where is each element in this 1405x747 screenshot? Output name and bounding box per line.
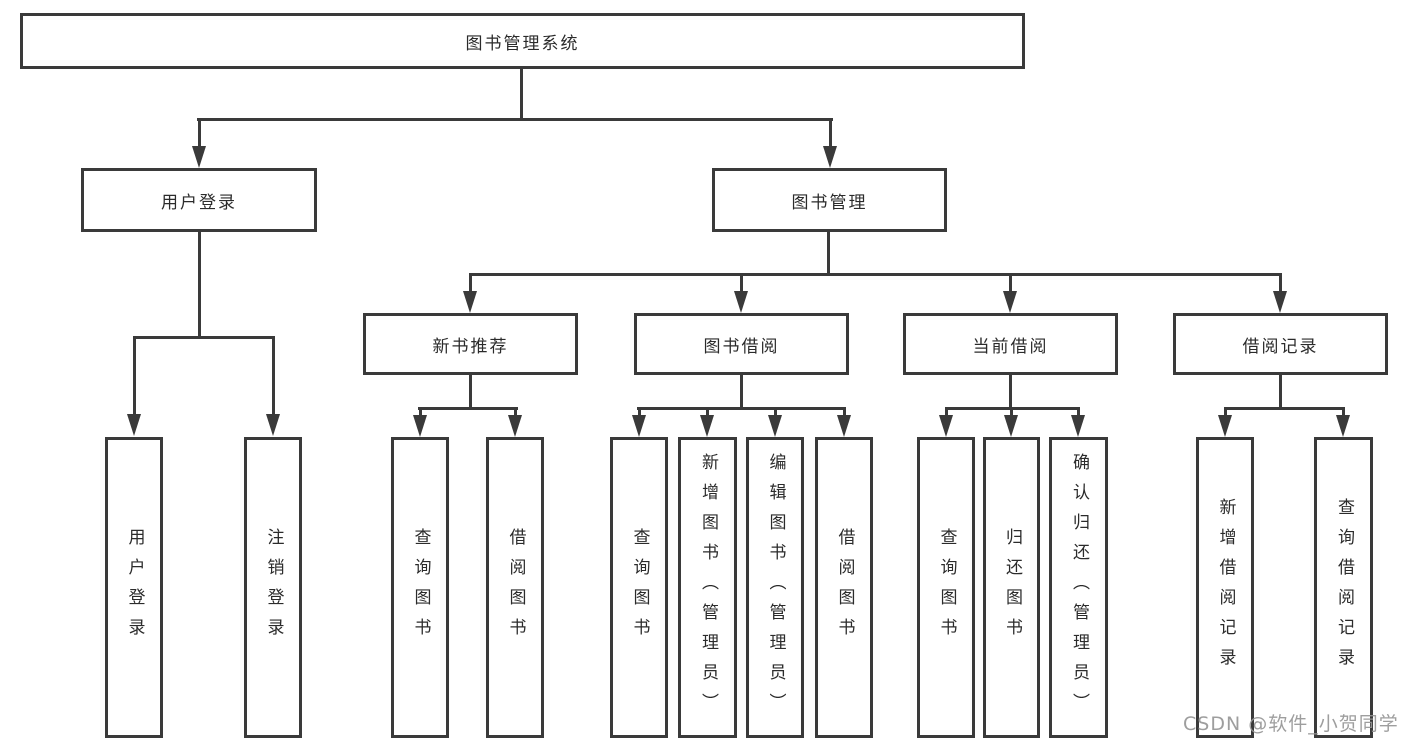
leaf-current-confirm-label: 确认归还（管理员）: [1069, 452, 1089, 723]
arrow-to-newbook-leaf-2: [508, 407, 522, 437]
node-records-label: 借阅记录: [1242, 336, 1319, 357]
connector-current-stem: [1009, 374, 1012, 407]
leaf-current-confirm: 确认归还（管理员）: [1049, 437, 1108, 738]
connector-borrow-stem: [740, 374, 743, 407]
arrow-to-login-leaf-2: [266, 336, 280, 436]
leaf-logout: 注销登录: [244, 437, 302, 738]
leaf-records-query: 查询借阅记录: [1314, 437, 1373, 738]
connector-manage-stem: [827, 231, 830, 273]
arrow-to-borrow-leaf-3: [768, 407, 782, 437]
node-newbook-label: 新书推荐: [432, 336, 509, 357]
arrow-to-borrow-leaf-2: [700, 407, 714, 437]
arrow-to-current-leaf-2: [1004, 407, 1018, 437]
arrow-to-newbook: [463, 273, 477, 313]
node-borrow: 图书借阅: [634, 313, 849, 375]
leaf-records-add: 新增借阅记录: [1196, 437, 1254, 738]
node-newbook: 新书推荐: [363, 313, 578, 375]
leaf-borrow-edit: 编辑图书（管理员）: [746, 437, 804, 738]
arrow-to-current: [1003, 273, 1017, 313]
arrow-to-borrow: [734, 273, 748, 313]
arrow-to-current-leaf-3: [1071, 407, 1085, 437]
leaf-current-query: 查询图书: [917, 437, 975, 738]
leaf-borrow-query: 查询图书: [610, 437, 668, 738]
arrow-to-newbook-leaf-1: [413, 407, 427, 437]
connector-newbook-bar: [418, 407, 518, 410]
leaf-newbook-borrow: 借阅图书: [486, 437, 544, 738]
leaf-borrow-add-label: 新增图书（管理员）: [698, 452, 718, 723]
arrow-to-records-leaf-1: [1218, 407, 1232, 437]
leaf-user-login-label: 用户登录: [124, 527, 145, 648]
node-current-label: 当前借阅: [972, 336, 1049, 357]
node-records: 借阅记录: [1173, 313, 1388, 375]
leaf-records-add-label: 新增借阅记录: [1215, 497, 1236, 678]
leaf-records-query-label: 查询借阅记录: [1334, 497, 1354, 678]
leaf-current-query-label: 查询图书: [936, 527, 957, 648]
connector-records-stem: [1279, 374, 1282, 407]
leaf-current-return: 归还图书: [983, 437, 1040, 738]
connector-newbook-stem: [469, 374, 472, 407]
arrow-to-records-leaf-2: [1336, 407, 1350, 437]
node-root: 图书管理系统: [20, 13, 1025, 69]
connector-records-bar: [1225, 407, 1344, 410]
leaf-borrow-borrow: 借阅图书: [815, 437, 873, 738]
node-manage: 图书管理: [712, 168, 947, 232]
leaf-current-return-label: 归还图书: [1002, 527, 1022, 648]
connector-login-bar: [133, 336, 275, 339]
leaf-newbook-borrow-label: 借阅图书: [505, 527, 526, 648]
leaf-newbook-query: 查询图书: [391, 437, 449, 738]
leaf-newbook-query-label: 查询图书: [410, 527, 431, 648]
watermark: CSDN @软件_小贺同学: [1183, 713, 1399, 735]
leaf-user-login: 用户登录: [105, 437, 163, 738]
node-login-label: 用户登录: [161, 192, 237, 213]
node-borrow-label: 图书借阅: [703, 336, 780, 357]
node-manage-label: 图书管理: [791, 192, 868, 213]
arrow-to-manage: [823, 118, 837, 168]
node-login: 用户登录: [81, 168, 317, 232]
connector-root-bar: [197, 118, 833, 121]
arrow-to-borrow-leaf-1: [632, 407, 646, 437]
leaf-borrow-edit-label: 编辑图书（管理员）: [765, 452, 786, 723]
connector-login-stem: [198, 231, 201, 336]
leaf-borrow-add: 新增图书（管理员）: [678, 437, 737, 738]
leaf-borrow-query-label: 查询图书: [629, 527, 650, 648]
arrow-to-login: [192, 118, 206, 168]
arrow-to-login-leaf-1: [127, 336, 141, 436]
leaf-borrow-borrow-label: 借阅图书: [834, 527, 855, 648]
node-current: 当前借阅: [903, 313, 1118, 375]
node-root-label: 图书管理系统: [465, 33, 580, 54]
arrow-to-current-leaf-1: [939, 407, 953, 437]
arrow-to-borrow-leaf-4: [837, 407, 851, 437]
connector-borrow-bar: [637, 407, 845, 410]
connector-root-stem: [520, 66, 523, 118]
connector-manage-bar: [469, 273, 1281, 276]
leaf-logout-label: 注销登录: [263, 527, 284, 648]
arrow-to-records: [1273, 273, 1287, 313]
